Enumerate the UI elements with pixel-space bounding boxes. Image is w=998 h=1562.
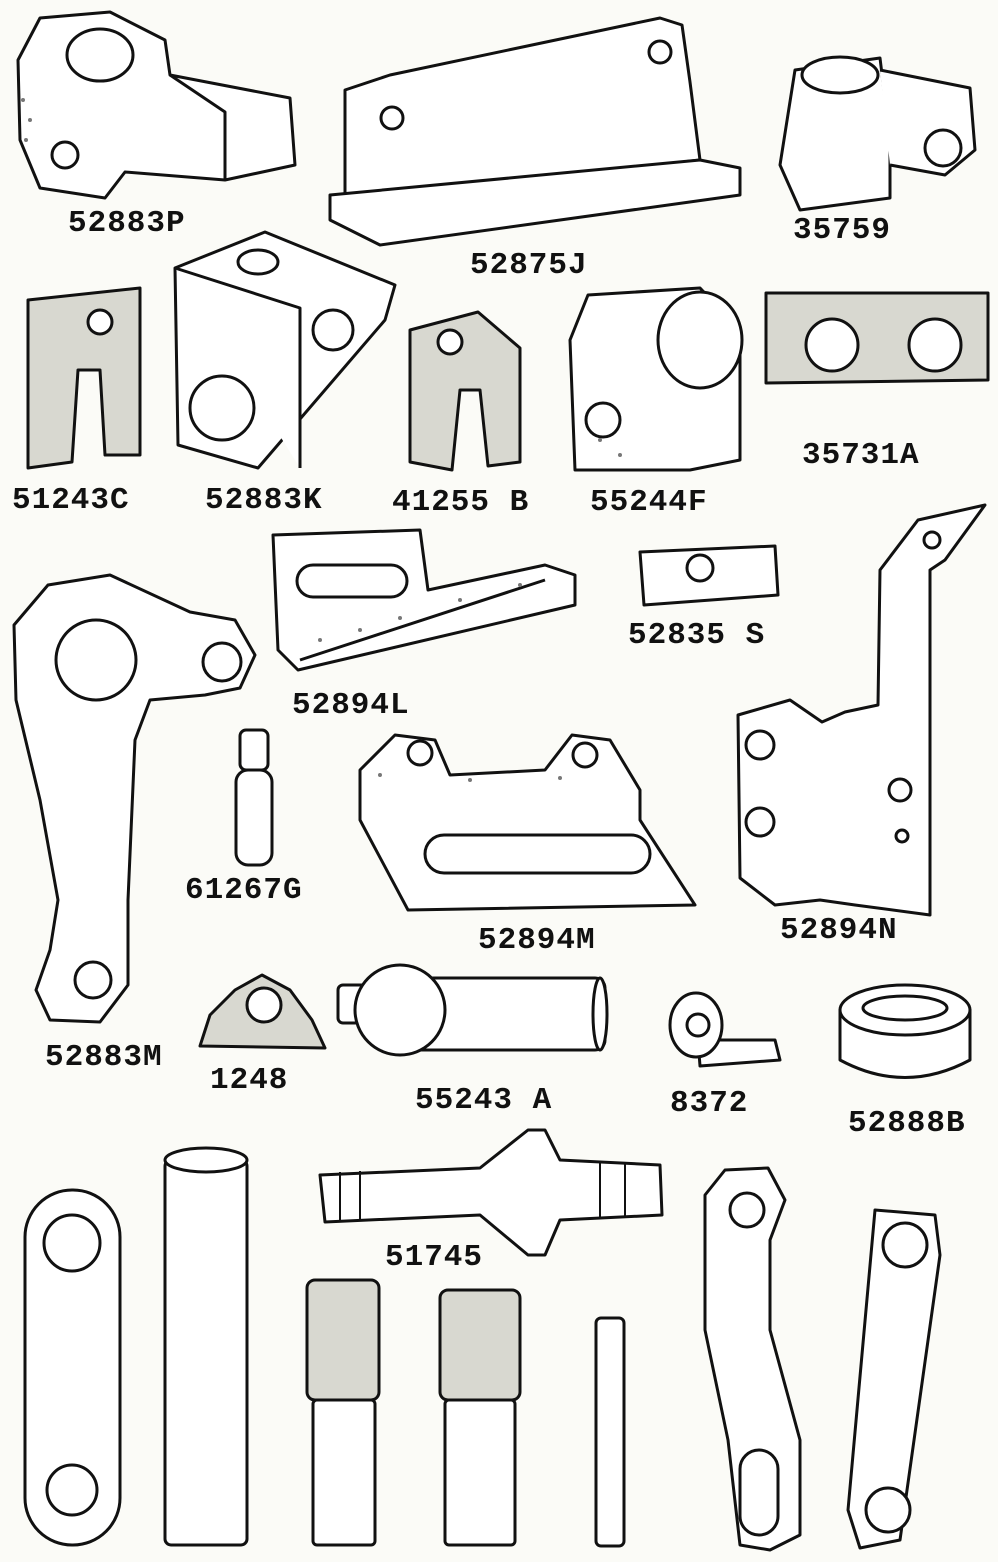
- part-label: 52875J: [470, 248, 588, 283]
- split-collar-icon: [568, 286, 744, 472]
- part-label: 52883P: [68, 206, 186, 241]
- angle-plate-icon: [328, 16, 742, 247]
- notched-plate-icon: [358, 733, 697, 912]
- lever-arm-icon: [12, 573, 257, 1024]
- knurled-pin-icon: [438, 1288, 522, 1547]
- pin-icon: [234, 728, 274, 867]
- small-block-icon: [638, 544, 780, 607]
- square-block-icon: [173, 230, 397, 470]
- part-label: 61267G: [185, 873, 303, 908]
- part-label: 52835 S: [628, 618, 766, 653]
- forked-block-icon: [408, 310, 522, 472]
- part-label: 1248: [210, 1063, 289, 1098]
- saddle-clip-icon: [198, 973, 327, 1050]
- bent-link-icon: [703, 1166, 802, 1552]
- part-label: 52883K: [205, 483, 323, 518]
- part-label: 35731A: [802, 438, 920, 473]
- part-label: 52894M: [478, 923, 596, 958]
- part-label: 52883M: [45, 1040, 163, 1075]
- part-label: 8372: [670, 1086, 749, 1121]
- part-label: 55243 A: [415, 1083, 553, 1118]
- part-label: 51745: [385, 1240, 484, 1275]
- bent-bracket-icon: [736, 503, 987, 917]
- knurled-pin-icon: [305, 1278, 381, 1547]
- part-label: 35759: [793, 213, 892, 248]
- part-label: 52888B: [848, 1106, 966, 1141]
- pin-icon: [594, 1316, 626, 1548]
- ball-stud-icon: [336, 963, 609, 1057]
- part-label: 52894L: [292, 688, 410, 723]
- set-collar-icon: [838, 983, 972, 1079]
- threaded-stud-icon: [318, 1128, 664, 1257]
- eccentric-nut-icon: [668, 991, 782, 1068]
- slotted-block-icon: [26, 286, 142, 470]
- part-label: 55244F: [590, 485, 708, 520]
- link-icon: [23, 1188, 122, 1547]
- part-label: 52894N: [780, 913, 898, 948]
- rod-icon: [163, 1146, 249, 1547]
- link-icon: [846, 1208, 942, 1550]
- part-label: 51243C: [12, 483, 130, 518]
- clamp-block-icon: [778, 55, 977, 212]
- blade-plate-icon: [271, 528, 577, 672]
- bar-block-icon: [764, 291, 990, 385]
- part-label: 41255 B: [392, 485, 530, 520]
- bracket-block-icon: [16, 10, 297, 200]
